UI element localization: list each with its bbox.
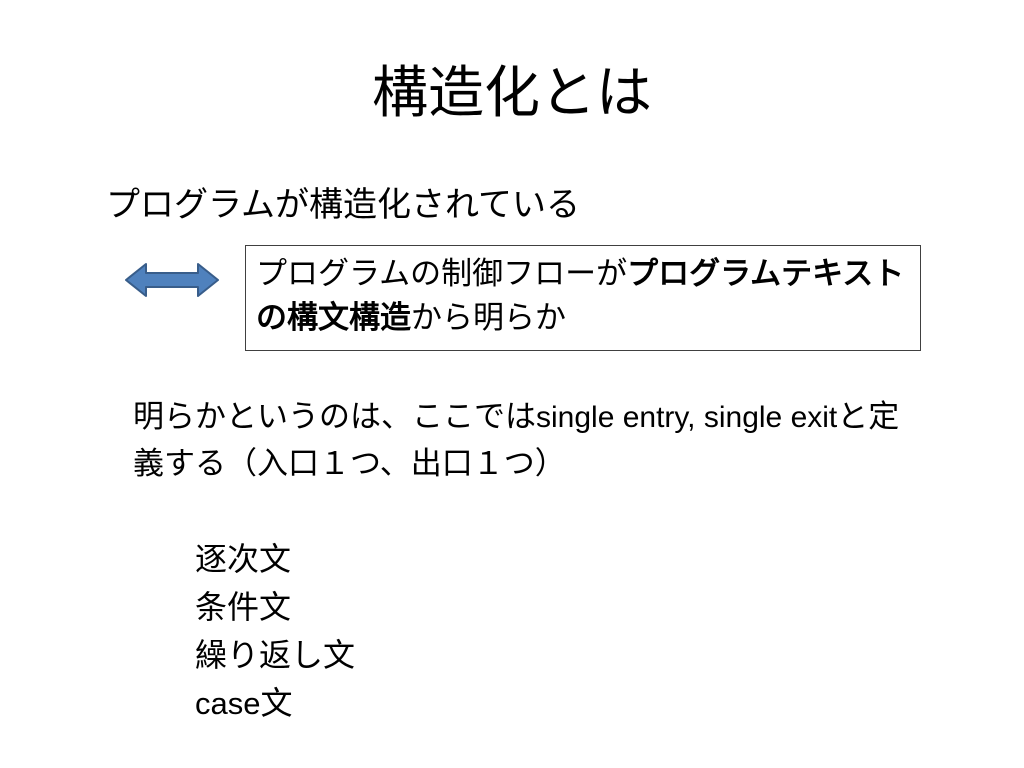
double-arrow-shape — [125, 263, 219, 297]
list-item-text: 文 — [260, 684, 293, 722]
definition-text-part2: から明らか — [411, 300, 566, 336]
explanation-part2: と定義する（入口１つ、出口１つ） — [133, 399, 900, 482]
statement-type-list: 逐次文 条件文 繰り返し文 case文 — [195, 535, 355, 728]
definition-text-bold: プログラムテキストの構文構造 — [256, 256, 905, 336]
list-item: 逐次文 — [195, 535, 355, 583]
slide-title: 構造化とは — [372, 61, 652, 126]
explanation-text: 明らかというのは、ここではsingle entry, single exitと定… — [133, 394, 923, 487]
definition-text-part1: プログラムの制御フローが — [256, 256, 628, 292]
explanation-part1: 明らかというのは、ここでは — [133, 399, 536, 435]
list-item: 繰り返し文 — [195, 631, 355, 679]
list-item: 条件文 — [195, 583, 355, 631]
list-item-text: 繰り返し文 — [195, 636, 356, 674]
explanation-latin: single entry, single exit — [536, 401, 838, 434]
list-item-text: 条件文 — [195, 588, 292, 626]
list-item: case文 — [195, 679, 355, 728]
double-arrow-icon — [125, 263, 219, 297]
definition-box: プログラムの制御フローがプログラムテキストの構文構造から明らか — [245, 245, 921, 351]
list-item-latin: case — [195, 686, 261, 721]
statement-text: プログラムが構造化されている — [106, 185, 580, 225]
list-item-text: 逐次文 — [195, 540, 292, 578]
